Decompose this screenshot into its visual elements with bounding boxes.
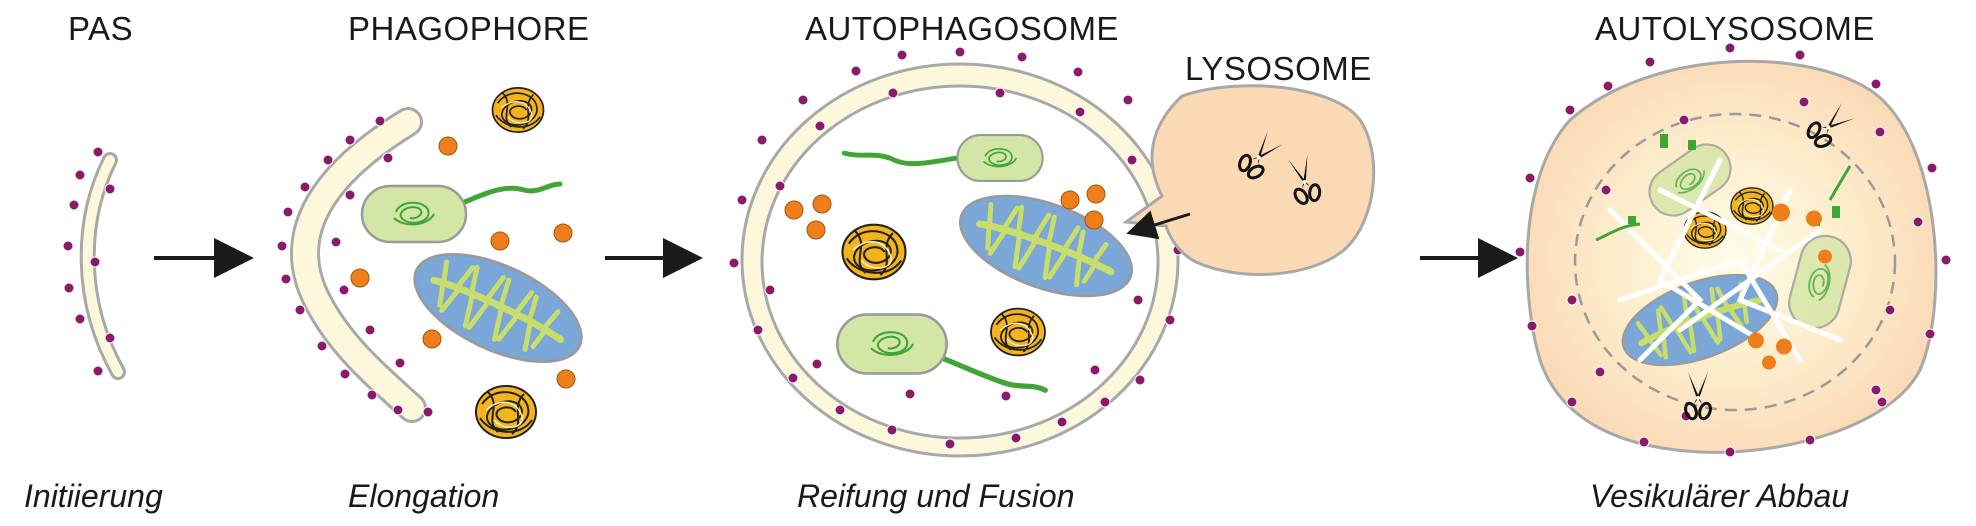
autophagosome-receptor-dots: [728, 46, 1184, 450]
stage-title-pas: PAS: [68, 10, 134, 47]
phagophore-aggregate-top: [491, 87, 545, 133]
autolysosome-degraded-contents: [1595, 134, 1858, 383]
stage-title-lysosome: LYSOSOME: [1185, 50, 1372, 87]
lysosome-fusion-arrow: [1126, 210, 1191, 240]
phagophore-receptor-dots: [276, 115, 434, 418]
autophagosome-aggregate-right: [990, 307, 1046, 357]
stage-caption-abbau: Vesikulärer Abbau: [1590, 478, 1850, 514]
autophagosome-bacterium-top: [841, 134, 1044, 182]
stage-caption-reifung: Reifung und Fusion: [797, 478, 1075, 514]
phagophore-bacterium: [360, 181, 563, 244]
stage-title-autophagosome: AUTOPHAGOSOME: [805, 10, 1119, 47]
stage-caption-initiierung: Initiierung: [24, 478, 163, 514]
autolysosome-small-molecules: [1748, 203, 1832, 370]
autophagosome-small-molecules: [784, 184, 1106, 240]
phagophore-aggregate-bottom: [475, 385, 537, 439]
stage-title-autolysosome: AUTOLYSOSOME: [1595, 10, 1875, 47]
phagophore-membrane: [290, 107, 427, 423]
pas-membrane: [79, 152, 126, 380]
autophagosome-aggregate-left: [841, 223, 907, 281]
autophagosome-bacterium-bottom: [836, 313, 1048, 393]
stage-title-phagophore: PHAGOPHORE: [348, 10, 590, 47]
stage-caption-elongation: Elongation: [348, 478, 500, 514]
phagophore-mitochondrion: [399, 232, 598, 384]
autolysosome-receptor-dots: [1514, 42, 1952, 458]
phagophore-small-molecules: [350, 136, 576, 389]
pas-receptor-dots: [62, 146, 116, 377]
lysosome: [1121, 84, 1376, 276]
